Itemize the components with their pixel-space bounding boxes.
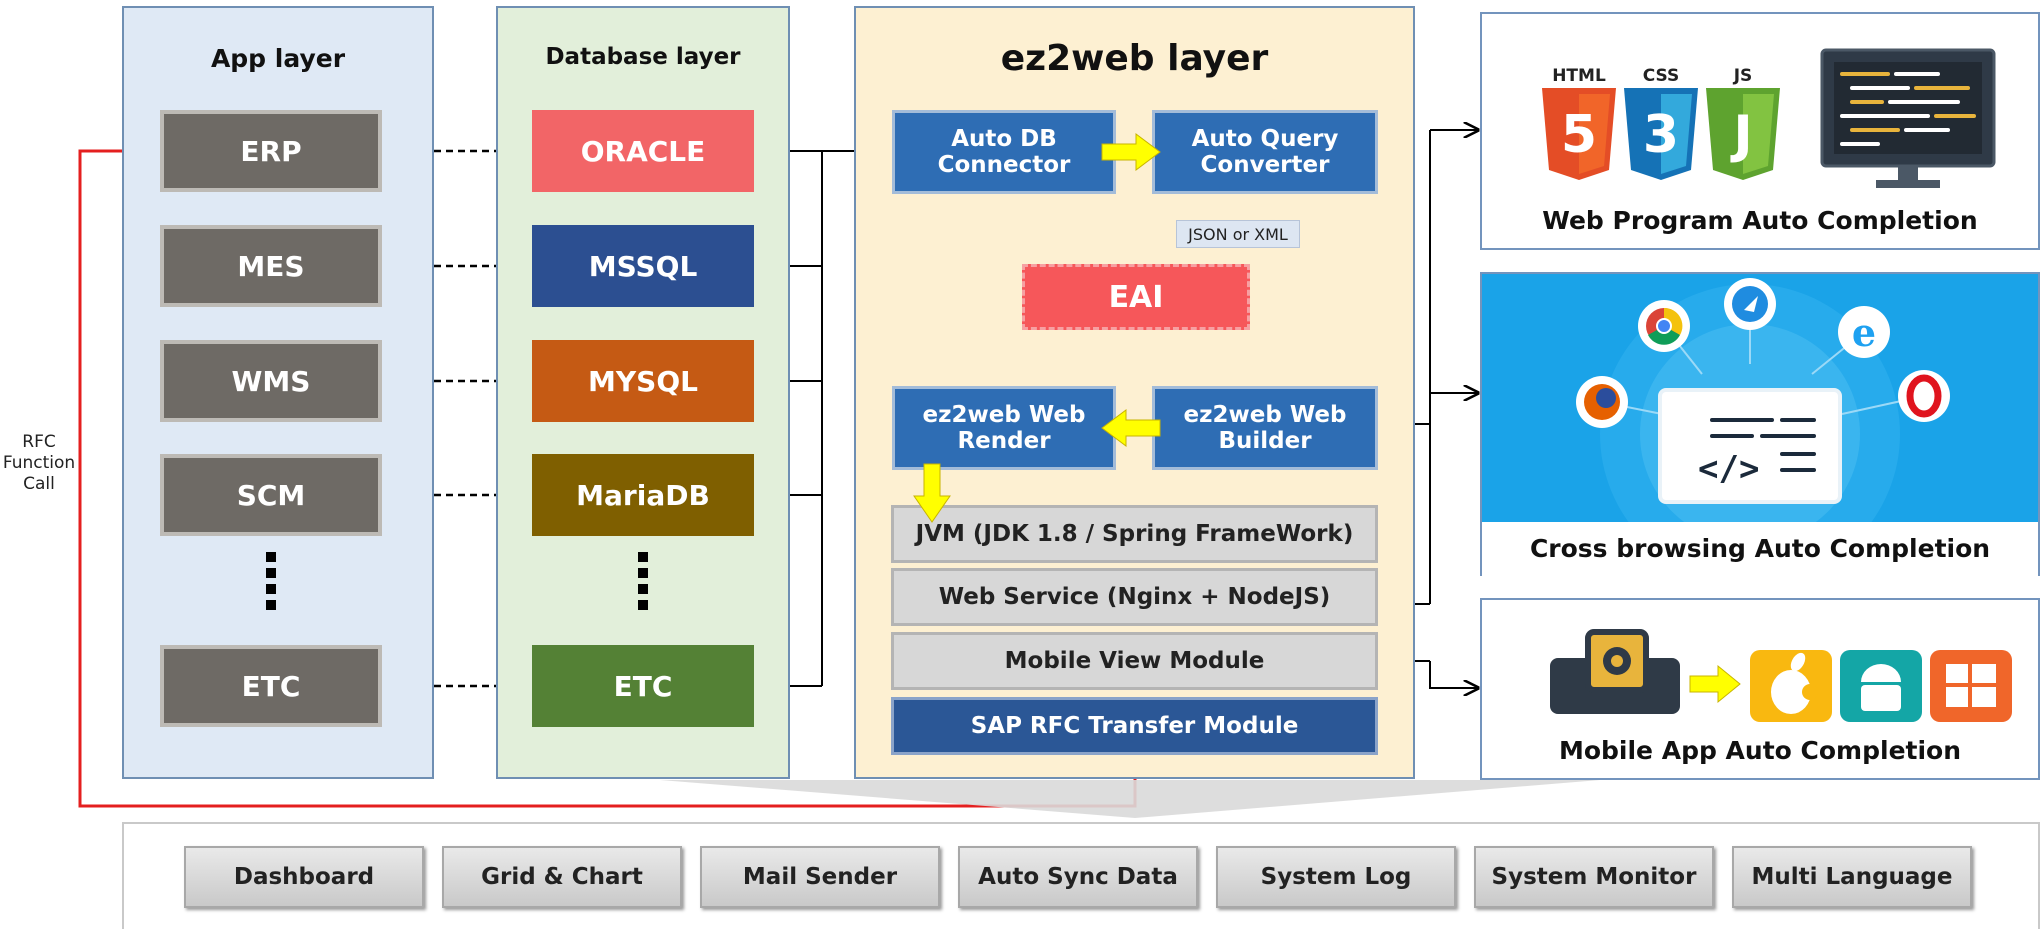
module-system-monitor-button[interactable]: System Monitor — [1474, 846, 1714, 908]
html5-icon: HTML 5 — [1540, 66, 1618, 186]
module-grid-chart-button[interactable]: Grid & Chart — [442, 846, 682, 908]
cross-browsing-illustration: e </> — [1576, 278, 1950, 524]
web-service-row[interactable]: Web Service (Nginx + NodeJS) — [891, 568, 1378, 626]
web-render-box[interactable]: ez2web Web Render — [892, 386, 1116, 470]
yellow-arrow-mobile-icon — [1689, 664, 1741, 704]
svg-text:</>: </> — [1698, 449, 1759, 489]
css3-icon: CSS 3 — [1622, 66, 1700, 186]
app-box-erp[interactable]: ERP — [160, 110, 382, 192]
auto-query-converter-box[interactable]: Auto Query Converter — [1152, 110, 1378, 194]
mobile-app-card[interactable]: Mobile App Auto Completion — [1480, 598, 2040, 780]
module-mail-sender-button[interactable]: Mail Sender — [700, 846, 940, 908]
web-program-card[interactable]: HTML 5 CSS 3 JS J Web Program Auto Compl… — [1480, 12, 2040, 250]
db-box-oracle[interactable]: ORACLE — [532, 110, 754, 192]
mobile-app-title: Mobile App Auto Completion — [1558, 736, 1962, 765]
db-ellipsis — [638, 552, 648, 616]
db-box-mysql[interactable]: MYSQL — [532, 340, 754, 422]
web-builder-box[interactable]: ez2web Web Builder — [1152, 386, 1378, 470]
module-multi-language-button[interactable]: Multi Language — [1732, 846, 1972, 908]
mobile-view-row[interactable]: Mobile View Module — [891, 632, 1378, 690]
app-box-wms[interactable]: WMS — [160, 340, 382, 422]
funnel-shape — [660, 780, 1600, 818]
auto-db-connector-box[interactable]: Auto DB Connector — [892, 110, 1116, 194]
mobile-app-illustration — [1550, 629, 2012, 722]
db-box-mssql[interactable]: MSSQL — [532, 225, 754, 307]
web-program-title: Web Program Auto Completion — [1542, 206, 1978, 235]
cross-browsing-card[interactable]: e </> Cross browsing Auto Completion — [1480, 272, 2040, 576]
json-xml-tag: JSON or XML — [1176, 220, 1300, 248]
module-system-log-button[interactable]: System Log — [1216, 846, 1456, 908]
js-icon: JS J — [1704, 66, 1782, 186]
app-ellipsis — [266, 552, 276, 616]
svg-text:3: 3 — [1643, 105, 1679, 165]
yellow-arrow-left-icon — [1101, 409, 1161, 447]
windows-icon — [1930, 650, 2012, 722]
ez2web-layer-title: ez2web layer — [1000, 38, 1269, 79]
cross-browsing-title: Cross browsing Auto Completion — [1529, 534, 1991, 563]
yellow-arrow-right-icon — [1101, 133, 1161, 171]
app-box-scm[interactable]: SCM — [160, 454, 382, 536]
code-monitor-icon — [1820, 48, 1996, 188]
db-box-mariadb[interactable]: MariaDB — [532, 454, 754, 536]
app-layer-title: App layer — [210, 44, 346, 73]
yellow-arrow-down-icon — [913, 463, 951, 523]
jvm-row[interactable]: JVM (JDK 1.8 / Spring FrameWork) — [891, 505, 1378, 563]
module-dashboard-button[interactable]: Dashboard — [184, 846, 424, 908]
sap-rfc-row[interactable]: SAP RFC Transfer Module — [891, 697, 1378, 755]
cross-browsing-title-bar: Cross browsing Auto Completion — [1482, 522, 2038, 576]
db-bus-lines — [758, 151, 889, 686]
app-box-mes[interactable]: MES — [160, 225, 382, 307]
eai-box[interactable]: EAI — [1022, 264, 1250, 330]
module-auto-sync-data-button[interactable]: Auto Sync Data — [958, 846, 1198, 908]
rfc-function-call-label: RFC Function Call — [2, 432, 76, 494]
svg-text:e: e — [1852, 310, 1876, 355]
db-box-etc[interactable]: ETC — [532, 645, 754, 727]
app-box-etc[interactable]: ETC — [160, 645, 382, 727]
svg-text:5: 5 — [1561, 105, 1597, 165]
ie-icon — [1838, 306, 1890, 358]
svg-text:J: J — [1730, 105, 1752, 165]
database-layer-title: Database layer — [545, 44, 741, 70]
